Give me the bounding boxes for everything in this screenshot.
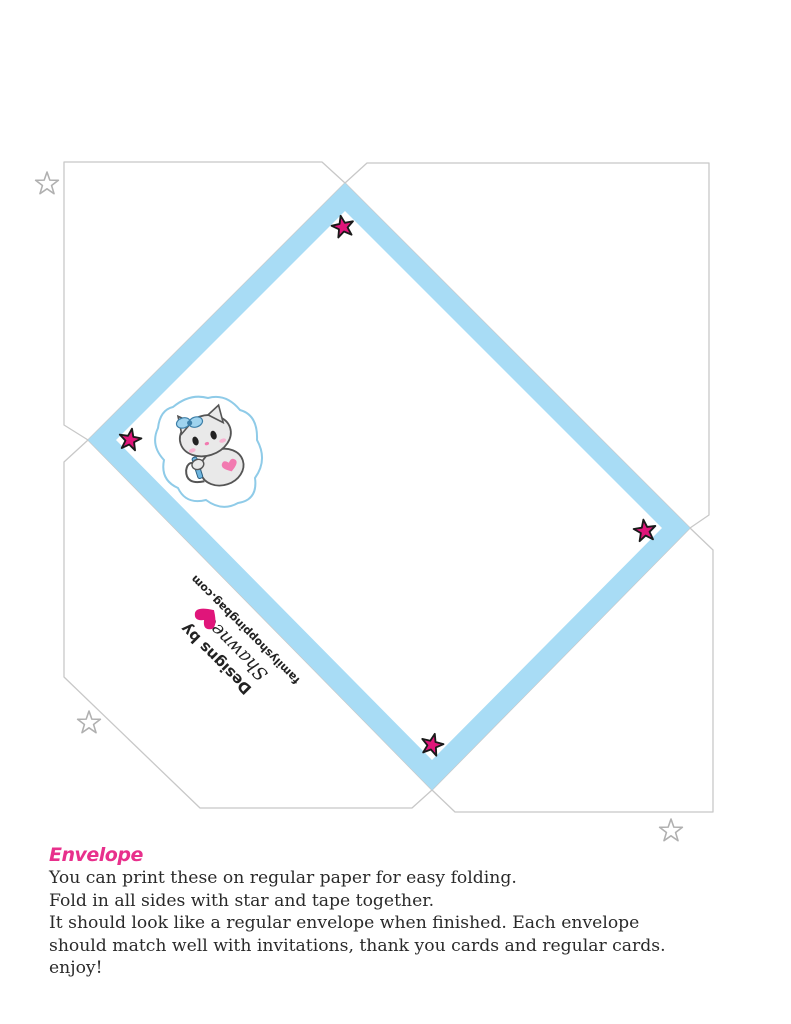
kitten-mascot: [154, 395, 263, 508]
caption-line: You can print these on regular paper for…: [49, 868, 517, 888]
heart-icon: [194, 608, 216, 630]
bottom-right-flap-outline: [431, 527, 714, 813]
star-outline-icon: [658, 818, 684, 842]
bow-icon: [175, 416, 204, 429]
caption-line: enjoy!: [49, 958, 103, 978]
star-filled-icon: [631, 517, 659, 543]
caption-title: Envelope: [49, 844, 143, 866]
star-outline-icon: [34, 171, 60, 195]
heart-icon: [221, 458, 237, 472]
instructions: Envelope You can print these on regular …: [49, 843, 779, 980]
caption-line: It should look like a regular envelope w…: [49, 913, 640, 933]
caption-line: Fold in all sides with star and tape tog…: [49, 890, 435, 911]
star-outline-icon: [76, 710, 102, 734]
top-right-flap-outline: [344, 162, 710, 529]
designer-credit: Designs by Shawnee familyshoppingbag.com: [177, 572, 303, 698]
caption-line: should match well with invitations, than…: [49, 935, 666, 956]
